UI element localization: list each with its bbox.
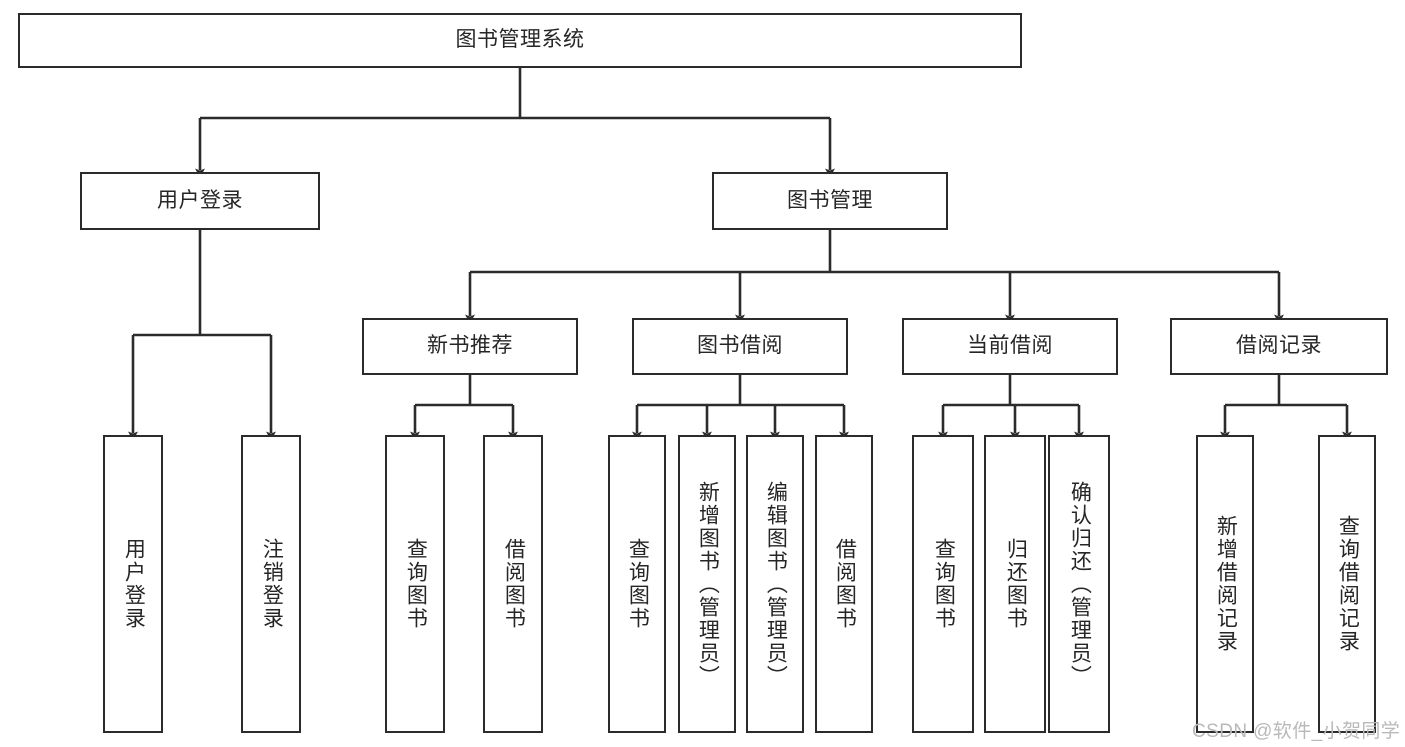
node-l-edit[interactable]: 编辑图书（管理员） <box>746 435 804 733</box>
node-label: 用户登录 <box>157 188 243 212</box>
watermark: CSDN @软件_小贺同学 <box>1192 721 1401 742</box>
node-label: 图书管理系统 <box>455 28 585 52</box>
node-l-ret[interactable]: 归还图书 <box>984 435 1046 733</box>
node-l-logout[interactable]: 注销登录 <box>241 435 301 733</box>
node-label: 图书借阅 <box>697 334 783 358</box>
node-bookmgmt[interactable]: 图书管理 <box>712 172 948 230</box>
node-label: 归还图书 <box>1004 538 1028 630</box>
node-l-b1[interactable]: 借阅图书 <box>483 435 543 733</box>
node-label: 新增图书（管理员） <box>696 480 720 688</box>
node-label: 新增借阅记录 <box>1214 515 1238 653</box>
node-label: 编辑图书（管理员） <box>764 480 788 688</box>
node-root[interactable]: 图书管理系统 <box>18 13 1022 68</box>
node-label: 确认归还（管理员） <box>1068 480 1092 688</box>
node-l-q1[interactable]: 查询图书 <box>385 435 445 733</box>
node-login[interactable]: 用户登录 <box>80 172 320 230</box>
node-label: 查询借阅记录 <box>1336 515 1360 653</box>
node-label: 查询图书 <box>932 538 956 630</box>
node-current[interactable]: 当前借阅 <box>902 318 1118 375</box>
node-l-b2[interactable]: 借阅图书 <box>815 435 873 733</box>
node-label: 借阅记录 <box>1236 334 1322 358</box>
node-label: 查询图书 <box>404 538 428 630</box>
node-l-q3[interactable]: 查询图书 <box>912 435 974 733</box>
node-label: 注销登录 <box>260 538 284 630</box>
node-borrow[interactable]: 图书借阅 <box>632 318 848 375</box>
node-records[interactable]: 借阅记录 <box>1170 318 1388 375</box>
node-label: 当前借阅 <box>967 334 1053 358</box>
node-l-qrec[interactable]: 查询借阅记录 <box>1318 435 1376 733</box>
node-label: 借阅图书 <box>502 538 526 630</box>
node-l-add[interactable]: 新增图书（管理员） <box>678 435 736 733</box>
node-newbook[interactable]: 新书推荐 <box>362 318 578 375</box>
node-label: 借阅图书 <box>833 538 857 630</box>
node-label: 图书管理 <box>787 188 873 212</box>
node-l-login[interactable]: 用户登录 <box>103 435 163 733</box>
node-label: 新书推荐 <box>427 334 513 358</box>
node-l-q2[interactable]: 查询图书 <box>608 435 666 733</box>
node-l-conf[interactable]: 确认归还（管理员） <box>1048 435 1110 733</box>
node-label: 查询图书 <box>626 538 650 630</box>
node-label: 用户登录 <box>122 538 146 630</box>
node-l-addrec[interactable]: 新增借阅记录 <box>1196 435 1254 733</box>
